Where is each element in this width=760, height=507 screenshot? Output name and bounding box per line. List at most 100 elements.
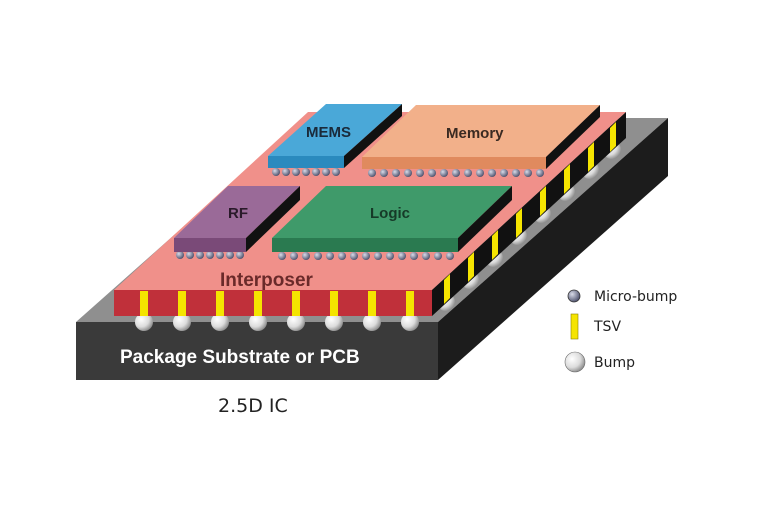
micro-bump	[524, 169, 532, 177]
tsv-side-row	[444, 122, 616, 304]
rf-label: RF	[228, 205, 248, 222]
micro-bump	[464, 169, 472, 177]
micro-bump	[452, 169, 460, 177]
bump	[211, 313, 229, 331]
rf-front-face	[174, 238, 246, 252]
logic-side-face	[458, 186, 512, 252]
memory-front-face	[362, 157, 546, 169]
bump-icon	[564, 351, 586, 373]
substrate-label: Package Substrate or PCB	[120, 347, 360, 368]
tsv	[140, 291, 148, 316]
micro-bump-icon	[567, 289, 581, 303]
memory-side-face	[546, 105, 600, 169]
legend-tsv-label: TSV	[593, 319, 621, 335]
legend: Micro-bump TSV Bump	[564, 289, 677, 373]
micro-bump	[216, 251, 224, 259]
tsv	[516, 208, 522, 238]
logic-label: Logic	[370, 205, 410, 222]
micro-bump	[404, 169, 412, 177]
bumps-front-row	[135, 313, 419, 331]
tsv	[254, 291, 262, 316]
micro-bump	[322, 168, 330, 176]
mems-micro-bumps	[272, 168, 340, 176]
micro-bump	[536, 169, 544, 177]
micro-bump	[422, 252, 430, 260]
micro-bump	[416, 169, 424, 177]
micro-bump	[428, 169, 436, 177]
micro-bump	[386, 252, 394, 260]
mems-label: MEMS	[306, 124, 351, 141]
interposer-side-face	[432, 112, 626, 316]
rf-side-face	[246, 186, 300, 252]
memory-label: Memory	[446, 125, 504, 142]
bump	[401, 313, 419, 331]
micro-bump	[362, 252, 370, 260]
interposer-label: Interposer	[220, 270, 314, 291]
micro-bump	[314, 252, 322, 260]
micro-bump	[272, 168, 280, 176]
tsv	[178, 291, 186, 316]
bump	[287, 313, 305, 331]
tsv	[610, 122, 616, 152]
micro-bump	[196, 251, 204, 259]
micro-bump	[398, 252, 406, 260]
micro-bump	[332, 168, 340, 176]
substrate-side-face	[438, 118, 668, 380]
memory-micro-bumps	[368, 169, 544, 177]
bump	[325, 313, 343, 331]
rf-chip: RF	[174, 186, 300, 259]
tsv	[330, 291, 338, 316]
memory-top-face	[362, 105, 600, 157]
tsv	[292, 291, 300, 316]
tsv	[368, 291, 376, 316]
micro-bump	[326, 252, 334, 260]
logic-front-face	[272, 238, 458, 252]
tsv-front-row	[140, 291, 414, 316]
micro-bump	[488, 169, 496, 177]
legend-tsv: TSV	[570, 313, 621, 340]
micro-bump	[500, 169, 508, 177]
micro-bump	[186, 251, 194, 259]
bump	[249, 313, 267, 331]
micro-bump	[226, 251, 234, 259]
tsv	[540, 186, 546, 216]
tsv	[564, 164, 570, 194]
tsv	[492, 230, 498, 260]
legend-bump-label: Bump	[594, 355, 635, 371]
bump	[135, 313, 153, 331]
micro-bump	[302, 252, 310, 260]
mems-front-face	[268, 156, 344, 168]
logic-micro-bumps	[278, 252, 454, 260]
memory-chip: Memory	[362, 105, 600, 177]
micro-bump	[290, 252, 298, 260]
substrate-front-face	[76, 322, 438, 380]
diagram-caption: 2.5D IC	[218, 395, 288, 417]
legend-bump: Bump	[564, 351, 635, 373]
logic-chip: Logic	[272, 186, 512, 260]
micro-bump	[176, 251, 184, 259]
rf-micro-bumps	[176, 251, 244, 259]
micro-bump	[206, 251, 214, 259]
micro-bump	[410, 252, 418, 260]
mems-chip: MEMS	[268, 104, 402, 176]
bump	[363, 313, 381, 331]
legend-micro-bump-label: Micro-bump	[594, 289, 677, 305]
mems-top-face	[268, 104, 402, 156]
micro-bump	[512, 169, 520, 177]
micro-bump	[380, 169, 388, 177]
micro-bump	[434, 252, 442, 260]
tsv	[444, 274, 450, 304]
tsv	[406, 291, 414, 316]
micro-bump	[282, 168, 290, 176]
micro-bump	[236, 251, 244, 259]
tsv	[468, 252, 474, 282]
legend-micro-bump: Micro-bump	[567, 289, 677, 305]
mems-side-face	[344, 104, 402, 168]
micro-bump	[278, 252, 286, 260]
micro-bump	[350, 252, 358, 260]
tsv-icon	[570, 313, 579, 340]
logic-top-face	[272, 186, 512, 238]
micro-bump	[392, 169, 400, 177]
micro-bump	[374, 252, 382, 260]
